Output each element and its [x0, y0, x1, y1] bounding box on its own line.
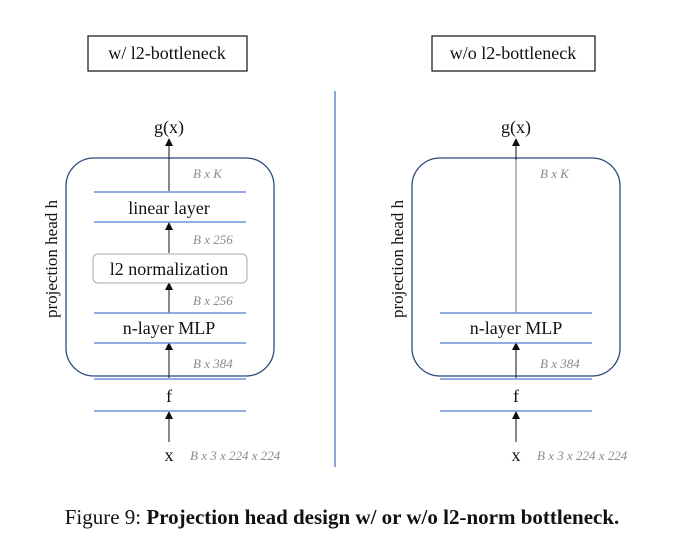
left-output-label: g(x) [154, 117, 184, 138]
left-projection-head-box [65, 157, 275, 377]
left-dim-b384: B x 384 [193, 356, 233, 371]
left-title-box [87, 35, 248, 72]
left-title: w/ l2-bottleneck [108, 43, 225, 63]
right-f: f [513, 386, 519, 406]
right-f-bg [506, 384, 526, 406]
right-output-label: g(x) [501, 117, 531, 138]
left-linear-layer: linear layer [128, 198, 209, 218]
right-panel: w/o l2-bottleneck g(x) projection head h… [388, 35, 628, 465]
left-dim-input: B x 3 x 224 x 224 [190, 448, 281, 463]
right-dim-bk: B x K [540, 166, 570, 181]
right-side-label: projection head h [388, 199, 407, 318]
right-title: w/o l2-bottleneck [450, 43, 576, 63]
left-f-bg [160, 384, 180, 406]
right-mlp-bg [458, 317, 574, 339]
left-input-x: x [165, 445, 174, 465]
figure-caption: Figure 9: Projection head design w/ or w… [0, 505, 684, 530]
left-mlp-bg [112, 317, 228, 339]
right-input-x: x [512, 445, 521, 465]
left-linear-bg [110, 195, 230, 219]
left-dim-bk: B x K [193, 166, 223, 181]
left-f: f [166, 386, 172, 406]
right-dim-input: B x 3 x 224 x 224 [537, 448, 628, 463]
caption-title: Projection head design w/ or w/o l2-norm… [146, 505, 620, 529]
left-l2-norm: l2 normalization [110, 259, 228, 279]
left-dim-b256-b: B x 256 [193, 293, 233, 308]
left-mlp: n-layer MLP [123, 318, 215, 338]
caption-prefix: Figure 9: [64, 505, 147, 529]
right-dim-b384: B x 384 [540, 356, 580, 371]
left-dim-b256-a: B x 256 [193, 232, 233, 247]
left-side-label: projection head h [42, 199, 61, 318]
right-title-box [431, 35, 596, 72]
left-l2-norm-box [92, 253, 248, 284]
right-mlp: n-layer MLP [470, 318, 562, 338]
left-panel: w/ l2-bottleneck g(x) projection head h … [42, 35, 281, 465]
